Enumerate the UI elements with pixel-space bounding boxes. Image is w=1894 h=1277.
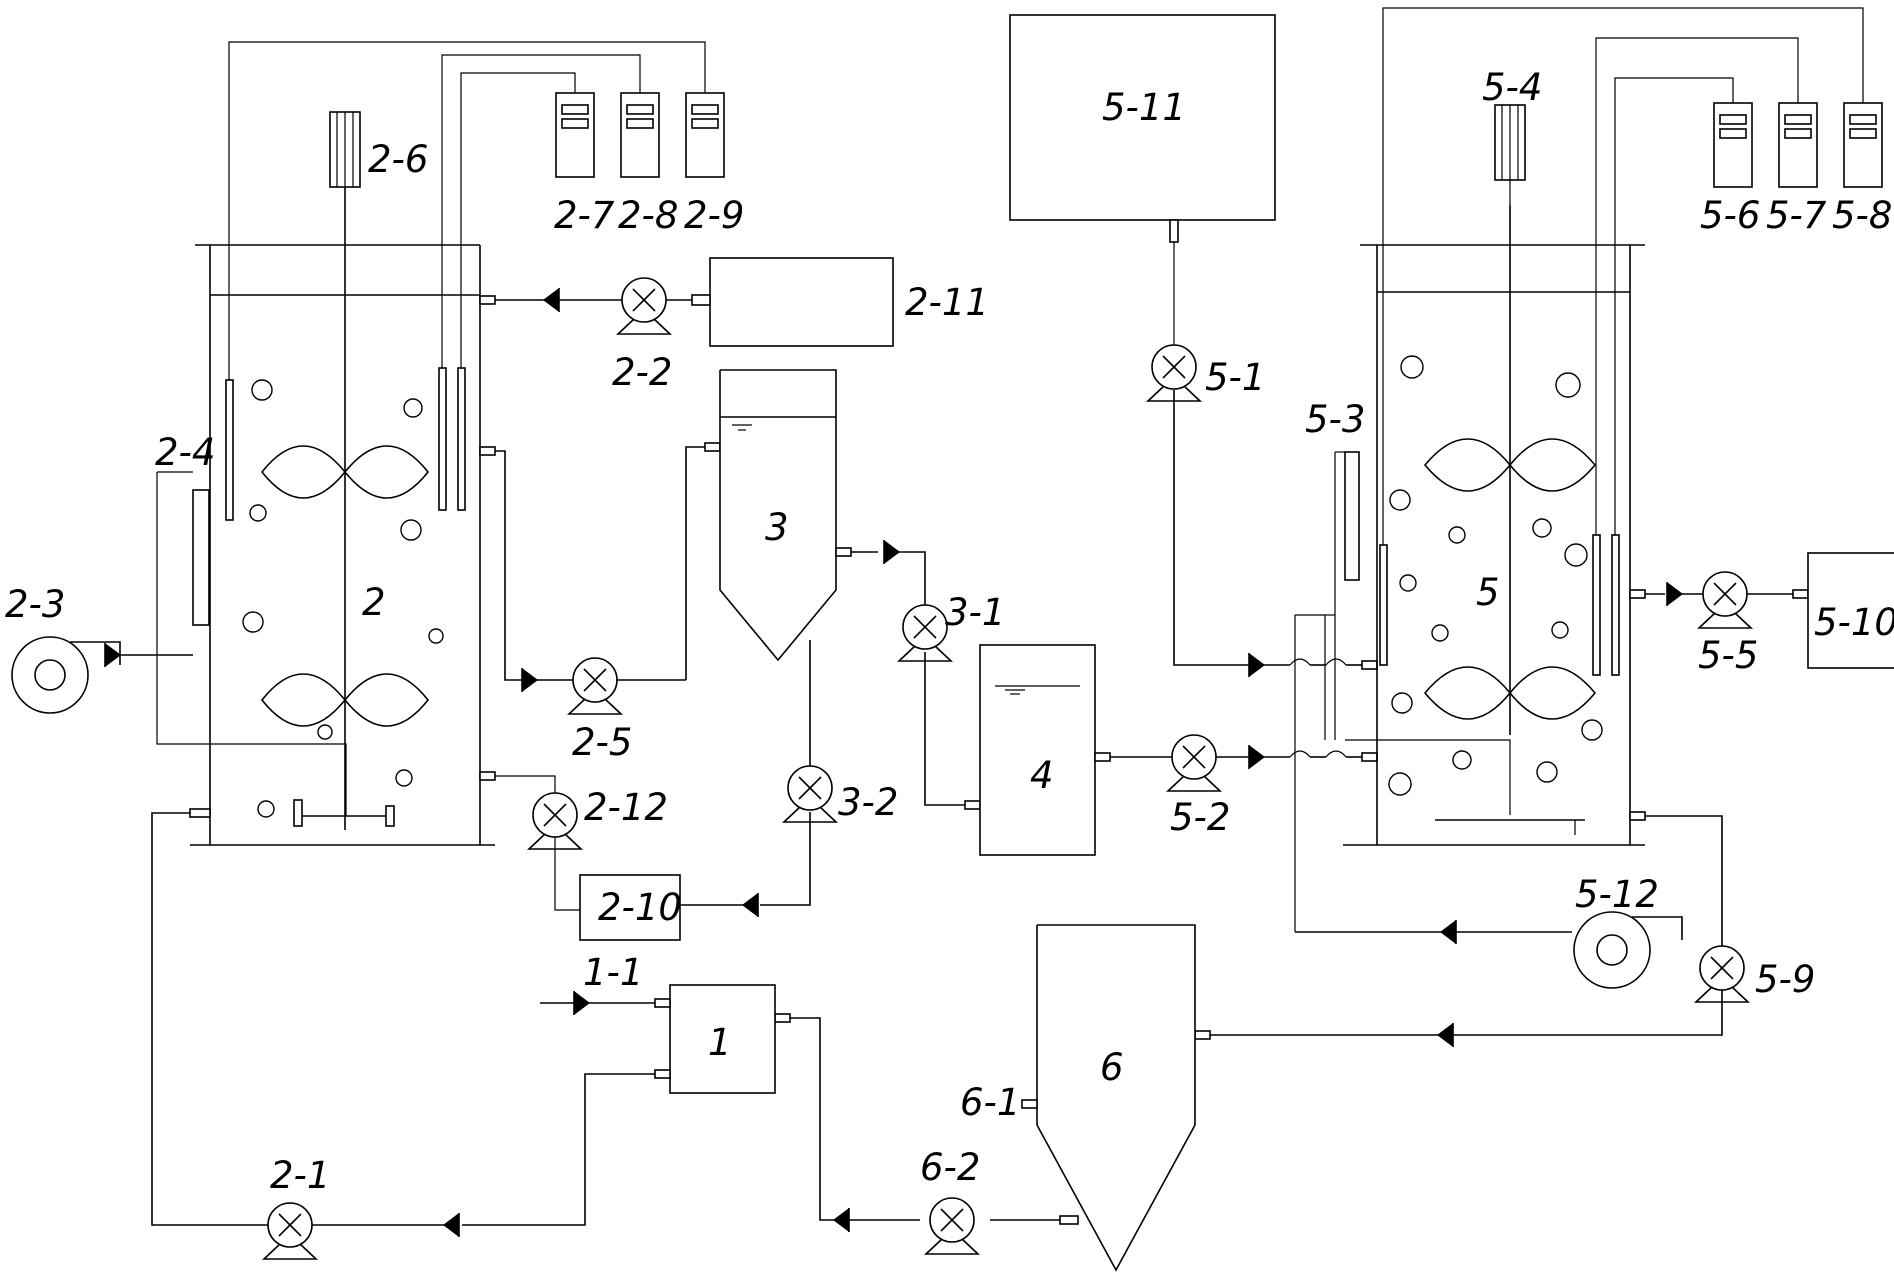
- unit-1: [540, 984, 776, 1094]
- label-2-11: 2-11: [905, 281, 989, 324]
- analyzer-2-8: [620, 92, 660, 178]
- arrow-into-tank-2: [542, 287, 560, 313]
- arrow-to-unit-1: [832, 1207, 850, 1233]
- label-tank-2: 2: [362, 581, 386, 624]
- pump-2-1: [263, 1202, 317, 1260]
- label-6-2: 6-2: [920, 1146, 980, 1189]
- blower-2-3: [11, 636, 121, 714]
- reactor-tank-2: [156, 130, 495, 846]
- label-5-2: 5-2: [1170, 796, 1230, 839]
- pump-6-2: [925, 1197, 979, 1255]
- label-5-9: 5-9: [1755, 958, 1815, 1001]
- line-tank2-to-2-10: [479, 771, 580, 911]
- line-tank4-to-tank5: [1110, 750, 1378, 762]
- label-tank-4: 4: [1030, 754, 1054, 797]
- label-5-5: 5-5: [1698, 634, 1758, 677]
- arrow-to-2-10: [741, 892, 759, 918]
- label-5-8: 5-8: [1832, 194, 1892, 237]
- motor-2-6: [329, 111, 361, 188]
- label-tank-6: 6: [1100, 1046, 1124, 1089]
- arrow-air-5-12: [1439, 919, 1457, 945]
- label-3-2: 3-2: [838, 781, 898, 824]
- label-2-10: 2-10: [598, 886, 682, 929]
- pump-5-2: [1167, 734, 1221, 792]
- label-tank-5: 5: [1476, 571, 1500, 614]
- unit-5-11: [1009, 14, 1378, 670]
- label-5-1: 5-1: [1205, 356, 1265, 399]
- pump-2-2: [617, 277, 671, 335]
- line-tank5-to-5-10: [1629, 552, 1894, 669]
- arrow-to-tank-6: [1436, 1022, 1454, 1048]
- label-2-4: 2-4: [155, 431, 215, 474]
- label-tank-3: 3: [765, 506, 789, 549]
- analyzer-5-7: [1778, 102, 1818, 188]
- arrow-to-pump-3-1: [883, 539, 901, 565]
- analyzer-2-9: [685, 92, 725, 178]
- label-5-11: 5-11: [1102, 86, 1186, 129]
- arrow-to-pump-2-1: [442, 1212, 460, 1238]
- label-5-4: 5-4: [1482, 66, 1542, 109]
- label-5-7: 5-7: [1766, 194, 1827, 237]
- unit-2-10: [579, 874, 681, 941]
- settler-6: [1021, 924, 1196, 1272]
- arrow-5-1-to-tank-5: [1248, 652, 1266, 678]
- air-line-5-12: [1294, 614, 1572, 933]
- label-2-3: 2-3: [5, 583, 65, 626]
- label-1-1: 1-1: [583, 951, 643, 994]
- blower-5-12: [1573, 911, 1683, 989]
- label-2-5: 2-5: [572, 721, 632, 764]
- line-tank3-sludge: [680, 640, 811, 906]
- label-2-2: 2-2: [612, 351, 672, 394]
- analyzer-5-8: [1843, 102, 1883, 188]
- line-unit1-to-tank2: [151, 808, 655, 1226]
- motor-5-4: [1494, 104, 1526, 205]
- probe-cables-tank-5: [1382, 7, 1864, 545]
- analyzer-2-7: [555, 92, 595, 178]
- label-2-8: 2-8: [618, 194, 678, 237]
- pump-5-5: [1698, 571, 1752, 629]
- arrow-to-pump-2-5: [521, 667, 539, 693]
- label-2-7: 2-7: [554, 194, 615, 237]
- labels: 2-6 2-7 2-8 2-9 2-11 2-2 2-4 2-3 2 2-5 2…: [5, 66, 1894, 1197]
- line-tank5-to-tank6: [1194, 811, 1723, 1040]
- arrow-to-tank-5: [1248, 744, 1266, 770]
- label-6-1: 6-1: [960, 1081, 1020, 1124]
- arrow-inlet-1-1: [573, 990, 591, 1016]
- unit-2-11: [691, 257, 894, 347]
- tank-4: [979, 644, 1111, 856]
- label-5-3: 5-3: [1305, 398, 1365, 441]
- label-3-1: 3-1: [945, 591, 1005, 634]
- reactor-tank-5: [1334, 205, 1645, 846]
- label-2-1: 2-1: [270, 1154, 330, 1197]
- label-unit-1: 1: [708, 1021, 732, 1064]
- arrow-air-2-3: [104, 642, 122, 668]
- label-5-10: 5-10: [1814, 601, 1894, 644]
- analyzer-5-6: [1713, 102, 1753, 188]
- label-5-12: 5-12: [1575, 873, 1659, 916]
- pump-2-5: [568, 657, 622, 715]
- label-2-9: 2-9: [684, 194, 744, 237]
- line-tank3-to-tank4: [835, 547, 981, 810]
- probe-cables-tank-2: [228, 41, 706, 380]
- line-tank2-to-tank3: [479, 442, 721, 681]
- label-2-12: 2-12: [584, 786, 668, 829]
- label-2-6: 2-6: [368, 138, 428, 181]
- arrow-to-pump-5-5: [1666, 581, 1684, 607]
- settler-3: [719, 369, 837, 662]
- label-5-6: 5-6: [1700, 194, 1760, 237]
